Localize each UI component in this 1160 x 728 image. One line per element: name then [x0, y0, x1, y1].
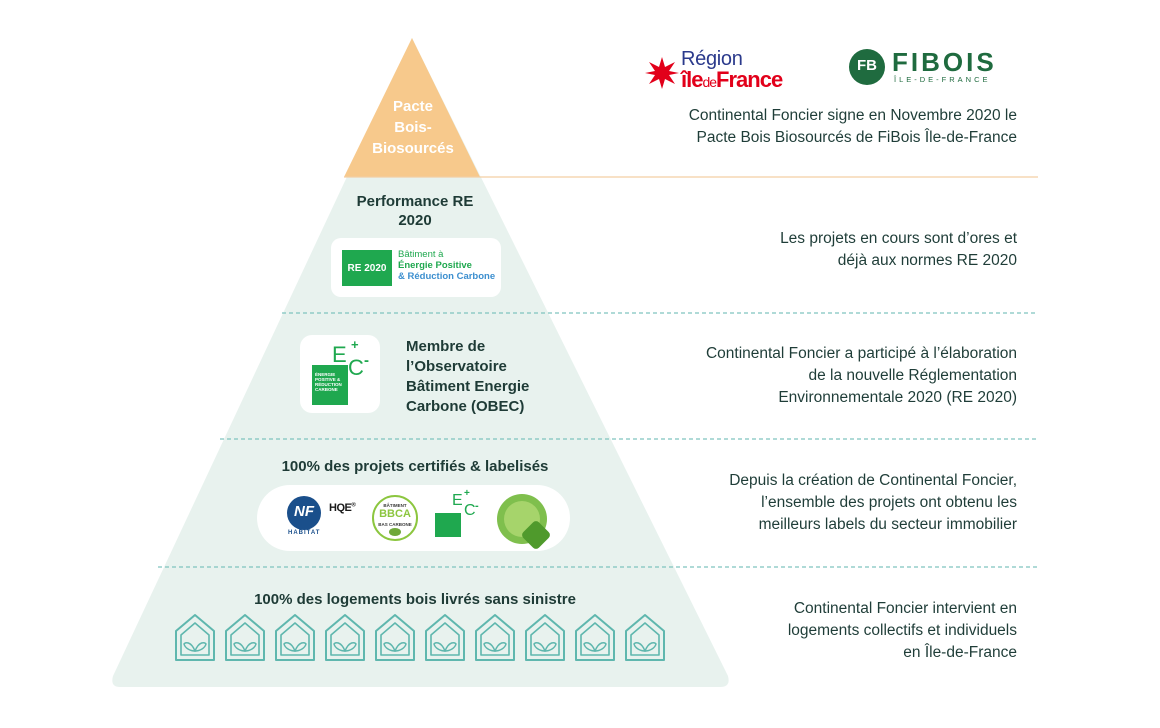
houses-row	[175, 614, 665, 661]
green-label-icon	[497, 494, 552, 551]
obec-title: Membre de l’Observatoire Bâtiment Energi…	[406, 338, 530, 415]
nf-sub-label: HABITAT	[288, 530, 321, 536]
house-icon	[625, 614, 665, 661]
fibois-logo-sub: ÎLE-DE-FRANCE	[894, 75, 991, 84]
re2020-badge-text: Bâtiment à Énergie Positive & Réduction …	[398, 249, 496, 282]
hqe-logo: HQE®	[329, 502, 356, 514]
ec-small-logo-icon: E + C -	[434, 488, 482, 543]
bbca-logo-icon: BÂTIMENT BBCA BAS CARBONE	[372, 495, 418, 541]
fibois-monogram-icon: FB	[849, 49, 885, 85]
apex-description: Continental Foncier signe en Novembre 20…	[688, 107, 1017, 146]
re2020-description: Les projets en cours sont d’ores et déjà…	[780, 230, 1017, 269]
ec-logo-icon: E + C - ÉNERGIE POSITIVE & RÉDUCTION CAR…	[312, 337, 374, 405]
labels-title: 100% des projets certifiés & labelisés	[281, 458, 549, 475]
house-icon	[475, 614, 515, 661]
house-icon	[375, 614, 415, 661]
pyramid-apex	[344, 38, 480, 177]
region-logo-bottom: îledeFrance	[681, 67, 783, 92]
house-icon	[425, 614, 465, 661]
ec-logo-text: ÉNERGIE POSITIVE & RÉDUCTION CARBONE	[315, 372, 342, 392]
region-logo-top: Région	[681, 48, 743, 70]
housing-description: Continental Foncier intervient en logeme…	[787, 600, 1017, 661]
house-icon	[275, 614, 315, 661]
apex-label: Pacte Bois- Biosourcés	[372, 98, 454, 157]
obec-description: Continental Foncier a participé à l’élab…	[705, 345, 1017, 406]
nf-logo-icon: NF	[284, 496, 324, 530]
re2020-title: Performance RE 2020	[356, 193, 474, 229]
star-icon	[645, 57, 679, 89]
labels-description: Depuis la création de Continental Foncie…	[729, 472, 1017, 533]
house-icon	[325, 614, 365, 661]
house-icon	[525, 614, 565, 661]
re2020-badge: RE 2020	[342, 250, 392, 286]
house-icon	[575, 614, 615, 661]
housing-title: 100% des logements bois livrés sans sini…	[254, 591, 576, 608]
house-icon	[175, 614, 215, 661]
house-icon	[225, 614, 265, 661]
fibois-logo-word: FIBOIS	[892, 47, 997, 77]
